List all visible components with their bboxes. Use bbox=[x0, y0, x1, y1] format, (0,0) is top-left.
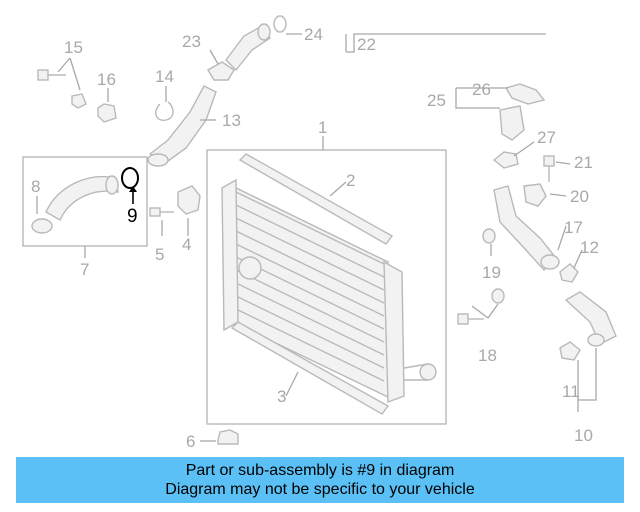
parts-diagram: 1 2 3 4 5 6 7 8 9 10 11 12 13 14 15 16 1… bbox=[22, 15, 617, 451]
hose-part-10 bbox=[564, 291, 617, 347]
callout-27: 27 bbox=[537, 128, 556, 147]
grommet-part-16 bbox=[97, 103, 117, 123]
callout-9-highlighted: 9 bbox=[127, 206, 138, 227]
o-ring-part-24 bbox=[273, 15, 287, 33]
callout-26: 26 bbox=[472, 80, 491, 99]
banner-line-disclaimer: Diagram may not be specific to your vehi… bbox=[165, 481, 475, 498]
callout-23: 23 bbox=[182, 32, 201, 51]
group-box-1 bbox=[206, 149, 447, 425]
callout-7: 7 bbox=[80, 260, 89, 279]
callout-20: 20 bbox=[570, 187, 589, 206]
callout-5: 5 bbox=[155, 245, 164, 264]
info-banner: Part or sub-assembly is #9 in diagram Di… bbox=[16, 457, 624, 503]
callout-2: 2 bbox=[346, 171, 355, 190]
leader-arrow-9 bbox=[129, 186, 137, 192]
hose-part-26 bbox=[504, 83, 546, 105]
pipe-part-13 bbox=[147, 85, 217, 167]
grommet-part bbox=[217, 429, 239, 445]
callout-14: 14 bbox=[155, 67, 174, 86]
pipe-part-17 bbox=[493, 185, 560, 272]
callout-16: 16 bbox=[97, 70, 116, 89]
callout-25: 25 bbox=[427, 91, 446, 110]
callout-10: 10 bbox=[574, 426, 593, 445]
pipe-part-25 bbox=[499, 105, 525, 141]
bolt-part-15 bbox=[37, 69, 87, 109]
clamp-part-23 bbox=[207, 61, 235, 81]
hose-part-7 bbox=[31, 175, 119, 234]
bracket-part bbox=[177, 185, 201, 215]
callout-12: 12 bbox=[580, 238, 599, 257]
callout-13: 13 bbox=[222, 111, 241, 130]
callout-8: 8 bbox=[31, 177, 40, 196]
callout-19: 19 bbox=[482, 263, 501, 282]
callout-6: 6 bbox=[186, 432, 195, 451]
bolt-part-18 bbox=[457, 288, 505, 325]
clamp-part-27 bbox=[492, 151, 519, 169]
bolt-part-5 bbox=[149, 207, 174, 217]
clamp-part-12 bbox=[559, 263, 579, 283]
clamp-part-14 bbox=[155, 101, 174, 121]
callout-11: 11 bbox=[562, 382, 580, 401]
sensor-part-20 bbox=[523, 183, 547, 207]
hose-part-22 bbox=[225, 23, 271, 72]
callout-22: 22 bbox=[357, 35, 376, 54]
seal-strip-upper bbox=[238, 153, 394, 245]
o-ring-part-9 bbox=[121, 167, 139, 189]
banner-line-part-reference: Part or sub-assembly is #9 in diagram bbox=[185, 462, 455, 479]
callout-17: 17 bbox=[564, 218, 583, 237]
seal-strip-lower bbox=[230, 321, 390, 415]
callout-4: 4 bbox=[182, 235, 191, 254]
callout-24: 24 bbox=[304, 25, 323, 44]
callout-15: 15 bbox=[64, 38, 83, 57]
intercooler-part bbox=[221, 178, 437, 403]
callout-18: 18 bbox=[478, 346, 497, 365]
bolt-part-21 bbox=[543, 155, 555, 182]
grommet-part-19 bbox=[482, 228, 496, 244]
callout-1: 1 bbox=[318, 118, 327, 137]
leader-lines bbox=[36, 33, 597, 442]
callout-21: 21 bbox=[574, 153, 593, 172]
callout-3: 3 bbox=[277, 387, 286, 406]
clamp-part-11 bbox=[559, 341, 581, 361]
